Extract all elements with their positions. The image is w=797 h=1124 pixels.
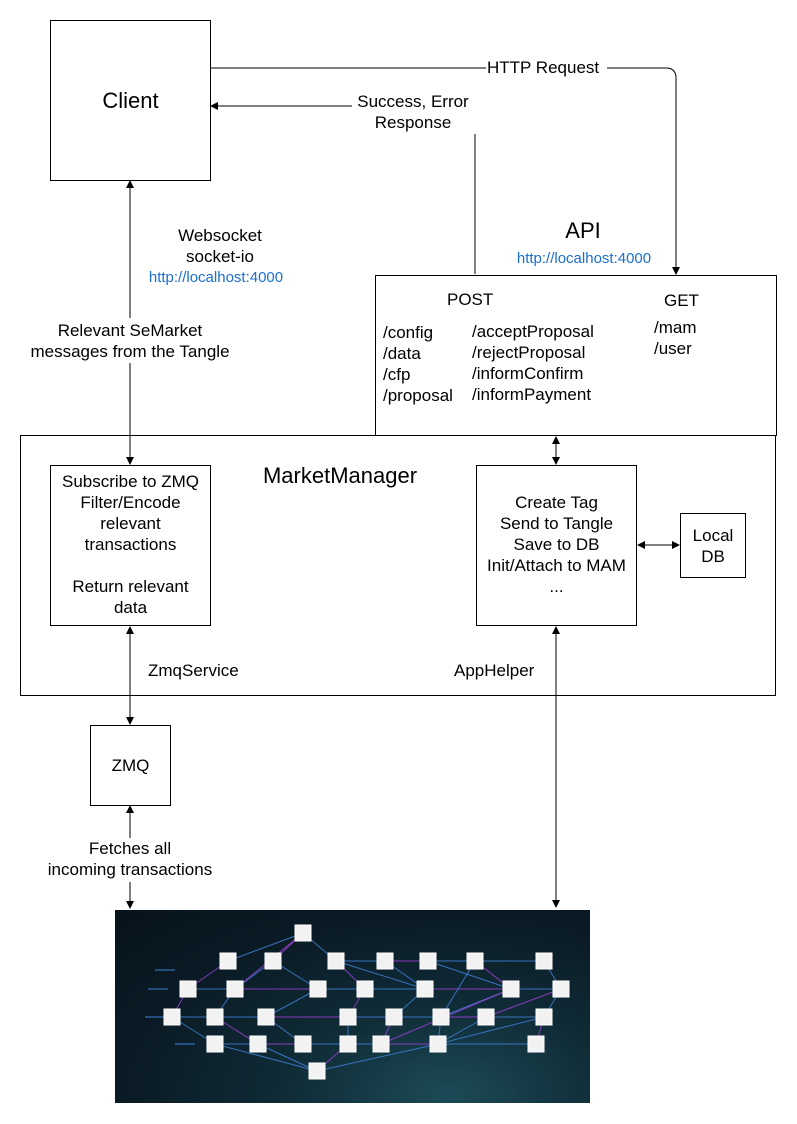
zmq-service-line: transactions bbox=[84, 535, 177, 554]
tangle-node bbox=[376, 952, 394, 970]
app-helper-line: ... bbox=[549, 577, 564, 596]
tangle-edge bbox=[227, 932, 304, 962]
tangle-graph-image bbox=[115, 910, 590, 1103]
get-header: GET bbox=[664, 291, 699, 310]
zmq-service-line: relevant bbox=[100, 514, 161, 533]
tangle-edge bbox=[265, 988, 319, 1018]
tangle-node bbox=[257, 1008, 275, 1026]
endpoint-mam: /mam bbox=[654, 318, 697, 337]
tangle-edge bbox=[316, 1043, 439, 1072]
zmq-service-line: Return relevant bbox=[72, 577, 189, 596]
tangle-node bbox=[249, 1035, 267, 1053]
app-helper-line: Init/Attach to MAM bbox=[487, 556, 626, 575]
endpoint-cfp: /cfp bbox=[383, 365, 411, 384]
endpoint-inform-confirm: /informConfirm bbox=[472, 364, 584, 383]
tangle-node bbox=[552, 980, 570, 998]
tangle-edge bbox=[485, 988, 562, 1018]
tangle-node bbox=[219, 952, 237, 970]
tangle-node bbox=[527, 1035, 545, 1053]
tangle-node bbox=[294, 1035, 312, 1053]
client-label: Client bbox=[102, 88, 159, 113]
tangle-edge bbox=[440, 960, 476, 1018]
tangle-node bbox=[535, 952, 553, 970]
tangle-edge bbox=[335, 960, 426, 990]
app-helper-label: AppHelper bbox=[454, 661, 535, 680]
websocket-url-link[interactable]: http://localhost:4000 bbox=[148, 269, 284, 286]
tangle-node bbox=[416, 980, 434, 998]
app-helper-box bbox=[476, 465, 637, 626]
endpoint-reject-proposal: /rejectProposal bbox=[472, 343, 586, 362]
http-request-label: HTTP Request bbox=[487, 58, 600, 77]
fetches-line2: incoming transactions bbox=[47, 860, 213, 879]
tangle-node bbox=[163, 1008, 181, 1026]
fetches-line1: Fetches all bbox=[88, 839, 172, 858]
tangle-node bbox=[309, 980, 327, 998]
tangle-node bbox=[477, 1008, 495, 1026]
zmq-service-line: data bbox=[113, 598, 148, 617]
tangle-node bbox=[356, 980, 374, 998]
api-url-link[interactable]: http://localhost:4000 bbox=[516, 250, 652, 267]
endpoint-accept-proposal: /acceptProposal bbox=[472, 322, 594, 341]
tangle-edge bbox=[214, 1043, 318, 1072]
relevant-messages-line2: messages from the Tangle bbox=[30, 342, 230, 361]
tangle-node bbox=[327, 952, 345, 970]
response-label-line2: Response bbox=[374, 113, 452, 132]
client-box bbox=[50, 20, 211, 181]
tangle-node bbox=[385, 1008, 403, 1026]
tangle-node bbox=[226, 980, 244, 998]
market-manager-title: MarketManager bbox=[262, 463, 418, 488]
tangle-graph-svg bbox=[145, 924, 570, 1080]
local-db-line1: Local bbox=[692, 526, 734, 545]
tangle-node bbox=[179, 980, 197, 998]
zmq-label: ZMQ bbox=[111, 756, 150, 775]
market-manager-box bbox=[20, 435, 776, 696]
tangle-edge bbox=[427, 960, 512, 990]
zmq-service-line: Filter/Encode bbox=[80, 493, 181, 512]
response-label-line1: Success, Error bbox=[357, 92, 469, 111]
tangle-node bbox=[502, 980, 520, 998]
tangle-node bbox=[294, 924, 312, 942]
app-helper-line: Create Tag bbox=[515, 493, 598, 512]
api-title: API bbox=[565, 218, 601, 243]
tangle-edge bbox=[437, 1016, 545, 1045]
post-header: POST bbox=[447, 290, 494, 309]
tangle-node bbox=[372, 1035, 390, 1053]
tangle-node bbox=[339, 1035, 357, 1053]
endpoint-config: /config bbox=[383, 323, 434, 342]
endpoint-user: /user bbox=[654, 339, 692, 358]
websocket-label: Websocket bbox=[178, 226, 262, 245]
socketio-label: socket-io bbox=[185, 247, 255, 266]
tangle-node bbox=[339, 1008, 357, 1026]
tangle-node bbox=[206, 1035, 224, 1053]
tangle-node bbox=[308, 1062, 326, 1080]
endpoint-inform-payment: /informPayment bbox=[472, 385, 592, 404]
app-helper-line: Save to DB bbox=[513, 535, 600, 554]
zmq-box bbox=[90, 725, 171, 806]
zmq-service-label: ZmqService bbox=[148, 661, 239, 680]
tangle-node bbox=[466, 952, 484, 970]
http-request-arrow bbox=[211, 67, 676, 274]
tangle-node bbox=[264, 952, 282, 970]
app-helper-line: Send to Tangle bbox=[499, 514, 614, 533]
zmq-service-box bbox=[50, 465, 211, 626]
local-db-box bbox=[680, 513, 746, 578]
tangle-node bbox=[535, 1008, 553, 1026]
relevant-messages-line1: Relevant SeMarket bbox=[57, 321, 203, 340]
endpoint-data: /data bbox=[383, 344, 421, 363]
tangle-node bbox=[432, 1008, 450, 1026]
tangle-edge bbox=[257, 1043, 318, 1072]
tangle-node bbox=[206, 1008, 224, 1026]
tangle-node bbox=[419, 952, 437, 970]
zmq-service-line: Subscribe to ZMQ bbox=[62, 472, 199, 491]
endpoint-proposal: /proposal bbox=[383, 386, 453, 405]
tangle-node bbox=[429, 1035, 447, 1053]
local-db-line2: DB bbox=[701, 547, 725, 566]
